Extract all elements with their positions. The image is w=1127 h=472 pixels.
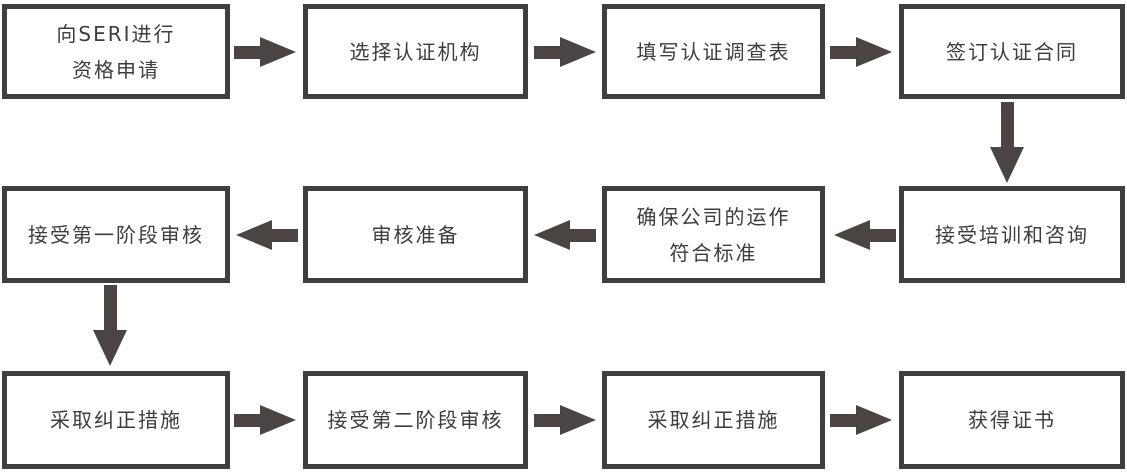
node-label-line: 采取纠正措施: [647, 408, 780, 432]
node-label-line: 向SERI进行: [56, 21, 176, 46]
arrow-right-icon-step3-to-step4: [830, 37, 892, 67]
arrow-right-icon-step11-to-step12: [830, 405, 892, 435]
node-label-line: 符合标准: [669, 240, 758, 265]
flow-node-seri-qualification-application: 向SERI进行 资格申请: [2, 4, 230, 99]
node-label-line: 资格申请: [72, 57, 160, 82]
flow-node-stage-one-audit: 接受第一阶段审核: [2, 186, 230, 283]
arrow-left-icon-step5-to-step6: [834, 220, 896, 250]
arrow-left-icon-step7-to-step8: [236, 220, 298, 250]
flow-node-fill-certification-questionnaire: 填写认证调查表: [602, 4, 825, 99]
arrow-down-icon-step4-to-step5: [990, 102, 1024, 183]
arrow-right-icon-step10-to-step11: [534, 405, 596, 435]
flow-node-sign-certification-contract: 签订认证合同: [899, 4, 1125, 99]
arrow-right-icon-step2-to-step3: [534, 37, 596, 67]
flow-node-receive-training-consulting: 接受培训和咨询: [899, 186, 1125, 283]
arrow-down-icon-step8-to-step9: [93, 285, 127, 366]
arrow-right-icon-step9-to-step10: [234, 405, 296, 435]
flow-node-choose-certification-body: 选择认证机构: [303, 4, 528, 99]
arrow-left-icon-step6-to-step7: [534, 220, 596, 250]
flow-node-audit-preparation: 审核准备: [303, 186, 528, 283]
flow-node-ensure-operation-meets-standard: 确保公司的运作 符合标准: [602, 186, 825, 283]
node-label-line: 接受第二阶段审核: [327, 408, 504, 432]
flow-node-corrective-actions-1: 采取纠正措施: [2, 371, 230, 469]
node-label-line: 接受培训和咨询: [935, 222, 1089, 247]
node-label-line: 填写认证调查表: [636, 39, 791, 64]
node-label-line: 确保公司的运作: [636, 204, 791, 229]
node-label-line: 签订认证合同: [946, 39, 1078, 64]
flow-node-corrective-actions-2: 采取纠正措施: [602, 371, 825, 469]
node-label-line: 获得证书: [968, 408, 1056, 432]
node-label-line: 接受第一阶段审核: [28, 222, 204, 247]
flow-node-obtain-certificate: 获得证书: [899, 371, 1125, 469]
node-label-line: 选择认证机构: [349, 39, 482, 64]
node-label-line: 审核准备: [371, 222, 460, 247]
flow-node-stage-two-audit: 接受第二阶段审核: [303, 371, 528, 469]
arrow-right-icon-step1-to-step2: [234, 37, 296, 67]
node-label-line: 采取纠正措施: [50, 408, 182, 432]
